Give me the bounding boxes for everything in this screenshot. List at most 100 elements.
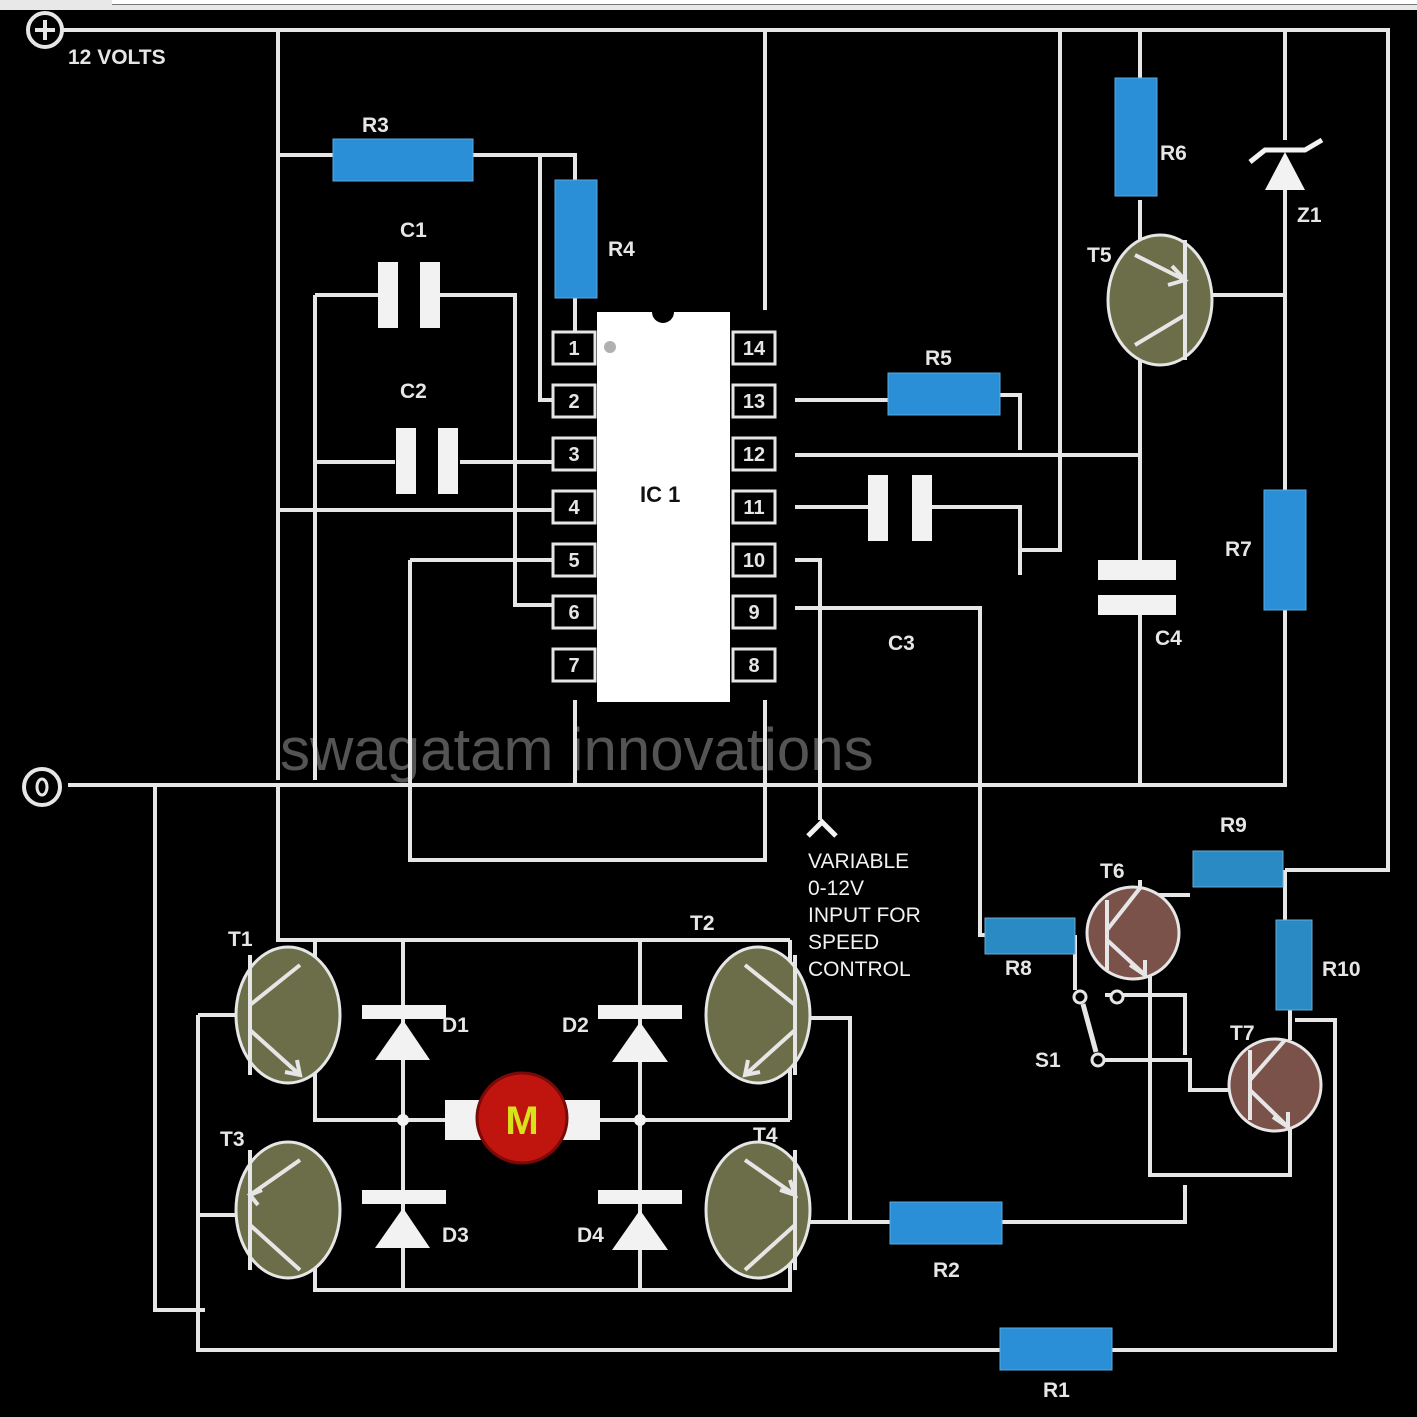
resistor-r7	[1263, 489, 1307, 611]
wires	[62, 28, 1390, 1352]
ic-pin-number: 8	[748, 655, 759, 677]
diode-d4	[598, 1190, 682, 1250]
label-r1: R1	[1043, 1379, 1070, 1402]
label-t5: T5	[1087, 244, 1112, 267]
svg-text:VARIABLE: VARIABLE	[808, 850, 909, 873]
ic-pin-box	[551, 489, 597, 525]
ic-pin-box	[551, 436, 597, 472]
positive-terminal	[26, 11, 64, 49]
ic-pin-box	[731, 647, 777, 683]
label-d3: D3	[442, 1224, 469, 1247]
label-t7: T7	[1230, 1022, 1255, 1045]
transistor-t4	[704, 1140, 812, 1280]
ic-pin-box	[731, 594, 777, 630]
ic-pin-box	[551, 594, 597, 630]
resistor-r5	[887, 372, 1001, 416]
label-r10: R10	[1322, 958, 1361, 981]
label-r9: R9	[1220, 814, 1247, 837]
label-r7: R7	[1225, 538, 1252, 561]
ic-pin-number: 1	[568, 338, 579, 360]
motor	[445, 1071, 600, 1165]
label-r8: R8	[1005, 957, 1032, 980]
resistor-r2	[889, 1201, 1003, 1245]
ic-pin-box	[731, 330, 777, 366]
label-s1: S1	[1035, 1049, 1061, 1072]
label-c4: C4	[1155, 627, 1182, 650]
ic1	[597, 312, 730, 702]
label-t3: T3	[220, 1128, 245, 1151]
capacitor-c2	[396, 428, 458, 494]
ic-pin-number: 5	[568, 550, 579, 572]
diode-d2	[598, 1005, 682, 1062]
capacitor-c3	[868, 475, 932, 541]
ic-pin-box	[551, 542, 597, 578]
label-r6: R6	[1160, 142, 1187, 165]
diode-d3	[362, 1190, 446, 1248]
ic-pins-right: 14 13 12 11 10 9 8	[731, 330, 777, 683]
motor-label: M	[505, 1099, 538, 1143]
transistor-t3	[234, 1140, 342, 1280]
transistor-t1	[234, 945, 342, 1085]
resistor-r4	[554, 179, 598, 299]
resistor-r8	[984, 917, 1076, 955]
ic-pin-number: 14	[743, 338, 766, 360]
label-c1: C1	[400, 219, 427, 242]
capacitor-c4	[1098, 560, 1176, 615]
ic-pins-left: 1 2 3 4 5 6 7	[551, 330, 597, 683]
label-t1: T1	[228, 928, 253, 951]
label-d4: D4	[577, 1224, 604, 1247]
label-d2: D2	[562, 1014, 589, 1037]
transistor-t6	[1085, 885, 1181, 981]
svg-text:0-12V: 0-12V	[808, 877, 864, 900]
ic-pin-number: 10	[743, 550, 765, 572]
transistor-t2	[704, 945, 812, 1085]
ground-terminal	[22, 767, 62, 807]
speed-input-note: VARIABLE 0-12V INPUT FOR SPEED CONTROL	[808, 850, 921, 981]
label-r5: R5	[925, 347, 952, 370]
ic-pin-box	[731, 489, 777, 525]
label-z1: Z1	[1297, 204, 1322, 227]
junctions	[397, 1114, 646, 1126]
resistor-r10	[1275, 919, 1313, 1011]
label-r2: R2	[933, 1259, 960, 1282]
supply-label: 12 VOLTS	[68, 46, 166, 69]
ic-pin-box	[731, 542, 777, 578]
ic-pin-number: 4	[568, 497, 580, 519]
ic-pin-box	[731, 383, 777, 419]
ic-pin-number: 9	[748, 602, 759, 624]
label-t4: T4	[753, 1124, 778, 1147]
ic-pin-number: 12	[743, 444, 765, 466]
transistor-t5	[1106, 233, 1214, 367]
ic-pin-box	[551, 383, 597, 419]
diode-d1	[362, 1005, 446, 1060]
ic-pin-number: 7	[568, 655, 579, 677]
label-c3: C3	[888, 632, 915, 655]
label-t6: T6	[1100, 860, 1125, 883]
label-d1: D1	[442, 1014, 469, 1037]
ic-pin-number: 2	[568, 391, 579, 413]
svg-text:CONTROL: CONTROL	[808, 958, 911, 981]
ic-pin-box	[551, 330, 597, 366]
resistor-r1	[999, 1327, 1113, 1371]
svg-text:SPEED: SPEED	[808, 931, 879, 954]
ic-pin-number: 13	[743, 391, 765, 413]
speed-input-arrow-icon	[806, 818, 838, 838]
capacitor-c1	[378, 262, 440, 328]
ic-pin-number: 11	[743, 497, 764, 519]
zener-z1	[1248, 137, 1324, 190]
label-t2: T2	[690, 912, 715, 935]
ic-pin-number: 6	[568, 602, 579, 624]
label-r3: R3	[362, 114, 389, 137]
window-top-bar	[0, 0, 1417, 10]
ic-pin-number: 3	[568, 444, 579, 466]
label-c2: C2	[400, 380, 427, 403]
label-r4: R4	[608, 238, 635, 261]
resistor-r9	[1192, 850, 1284, 888]
resistor-r3	[332, 138, 474, 182]
ic-label: IC 1	[640, 482, 680, 507]
svg-text:INPUT FOR: INPUT FOR	[808, 904, 921, 927]
resistor-r6	[1114, 77, 1158, 197]
ic-pin-box	[731, 436, 777, 472]
switch-s1[interactable]	[1072, 989, 1125, 1068]
